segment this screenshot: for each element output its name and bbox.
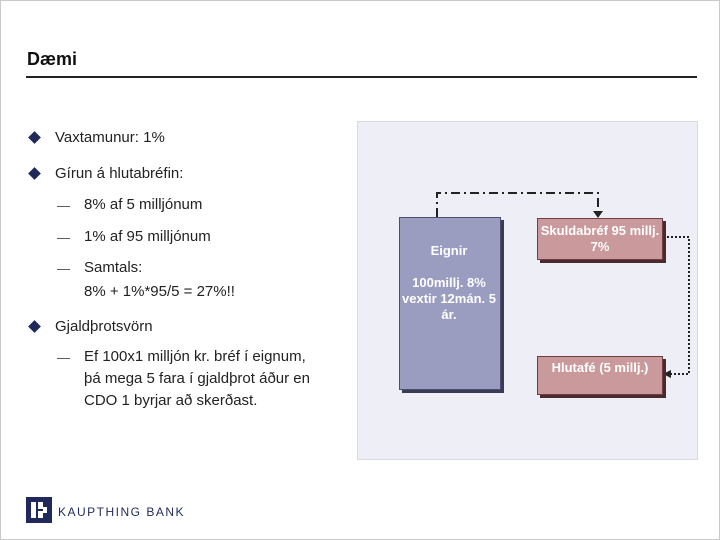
assets-label: Eignir — [430, 243, 468, 258]
brand-name: KAUPTHING BANK — [58, 505, 186, 519]
dash-icon: — — [57, 198, 70, 213]
arrow-left-icon — [663, 370, 671, 378]
assets-detail: 100millj. 8% vextir 12mán. 5 ár. — [402, 275, 496, 322]
dash-icon: — — [57, 261, 70, 276]
sub-bullet-text: 8% af 5 milljónum — [84, 196, 203, 213]
bullet-interest-margin: Vaxtamunur: 1% — [27, 129, 165, 146]
sub-bullet-text: Ef 100x1 milljón kr. bréf í eignum, þá m… — [84, 348, 310, 409]
equity-label: Hlutafé (5 millj.) — [551, 360, 649, 375]
kaupthing-logo-icon — [26, 497, 52, 523]
debt-box: Skuldabréf 95 millj. 7% — [537, 218, 663, 260]
arrow-down-icon — [593, 211, 603, 218]
bullet-leverage: Gírun á hlutabréfin: — [27, 165, 183, 182]
page-title: Dæmi — [27, 49, 78, 69]
debt-label: Skuldabréf 95 millj. 7% — [540, 223, 660, 254]
dash-icon: — — [57, 230, 70, 245]
dotted-connector — [667, 236, 690, 375]
bullet-text: Gjaldþrotsvörn — [55, 318, 153, 335]
sub-bullet-detail: 8% + 1%*95/5 = 27%!! — [84, 283, 235, 300]
dash-dot-connector — [436, 192, 599, 217]
title-divider — [26, 76, 697, 78]
bullet-text: Gírun á hlutabréfin: — [55, 165, 184, 182]
bullet-default-protection: Gjaldþrotsvörn — [27, 318, 153, 335]
assets-box — [399, 217, 501, 390]
equity-box: Hlutafé (5 millj.) — [537, 356, 663, 395]
sub-bullet-text: Samtals: — [84, 259, 143, 276]
dash-icon: — — [57, 350, 70, 365]
bullet-text: Vaxtamunur: 1% — [55, 129, 165, 146]
sub-bullet-text: 1% af 95 milljónum — [84, 228, 211, 245]
